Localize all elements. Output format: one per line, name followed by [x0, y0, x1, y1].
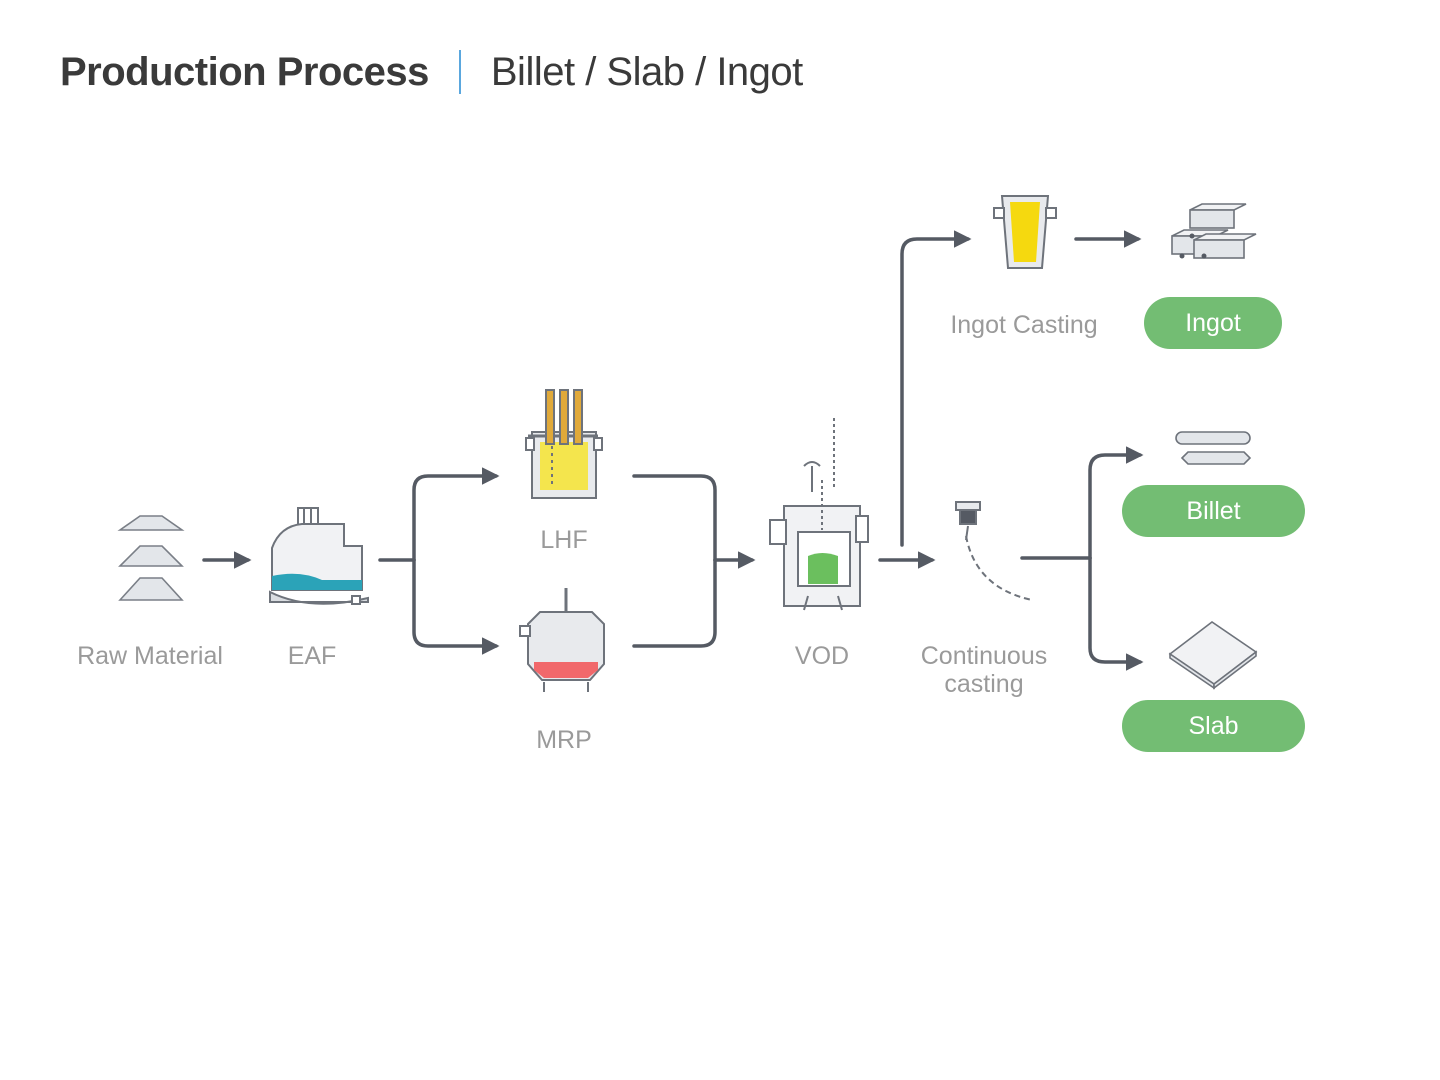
connector-from-lhf [632, 474, 717, 562]
arrow-to-lhf [412, 467, 500, 562]
label-lhf: LHF [540, 526, 588, 554]
arrow-to-slab [1088, 556, 1144, 671]
product-billet-pill: Billet [1122, 485, 1305, 537]
page-header: Production Process Billet / Slab / Ingot [60, 44, 803, 100]
flow-arrows [202, 230, 1144, 671]
mrp-icon [519, 588, 605, 692]
product-ingot-pill: Ingot [1144, 297, 1282, 349]
label-vod: VOD [794, 642, 850, 670]
arrow-to-mrp [412, 558, 500, 655]
label-ingot-casting: Ingot Casting [950, 311, 1098, 339]
arrow-to-ingot-casting [900, 230, 972, 547]
vod-icon [769, 418, 869, 611]
lhf-icon [525, 389, 603, 499]
page-title: Production Process [60, 49, 429, 94]
billet-product-icon [1175, 431, 1252, 465]
label-mrp: MRP [536, 726, 592, 754]
page-subtitle: Billet / Slab / Ingot [490, 49, 803, 94]
arrow-to-billet [1088, 446, 1144, 560]
slab-product-icon [1168, 621, 1258, 690]
eaf-icon [269, 507, 369, 605]
product-slab-pill: Slab [1122, 700, 1305, 752]
continuous-casting-icon [955, 501, 1033, 601]
label-continuous-casting: Continuous casting [920, 642, 1048, 698]
title-divider [458, 50, 461, 94]
raw-material-icon [117, 515, 185, 601]
label-eaf: EAF [287, 642, 337, 670]
connector-from-mrp [632, 558, 717, 648]
ingot-product-icon [1171, 203, 1257, 259]
ingot-casting-icon [993, 195, 1057, 269]
label-raw-material: Raw Material [77, 642, 223, 670]
